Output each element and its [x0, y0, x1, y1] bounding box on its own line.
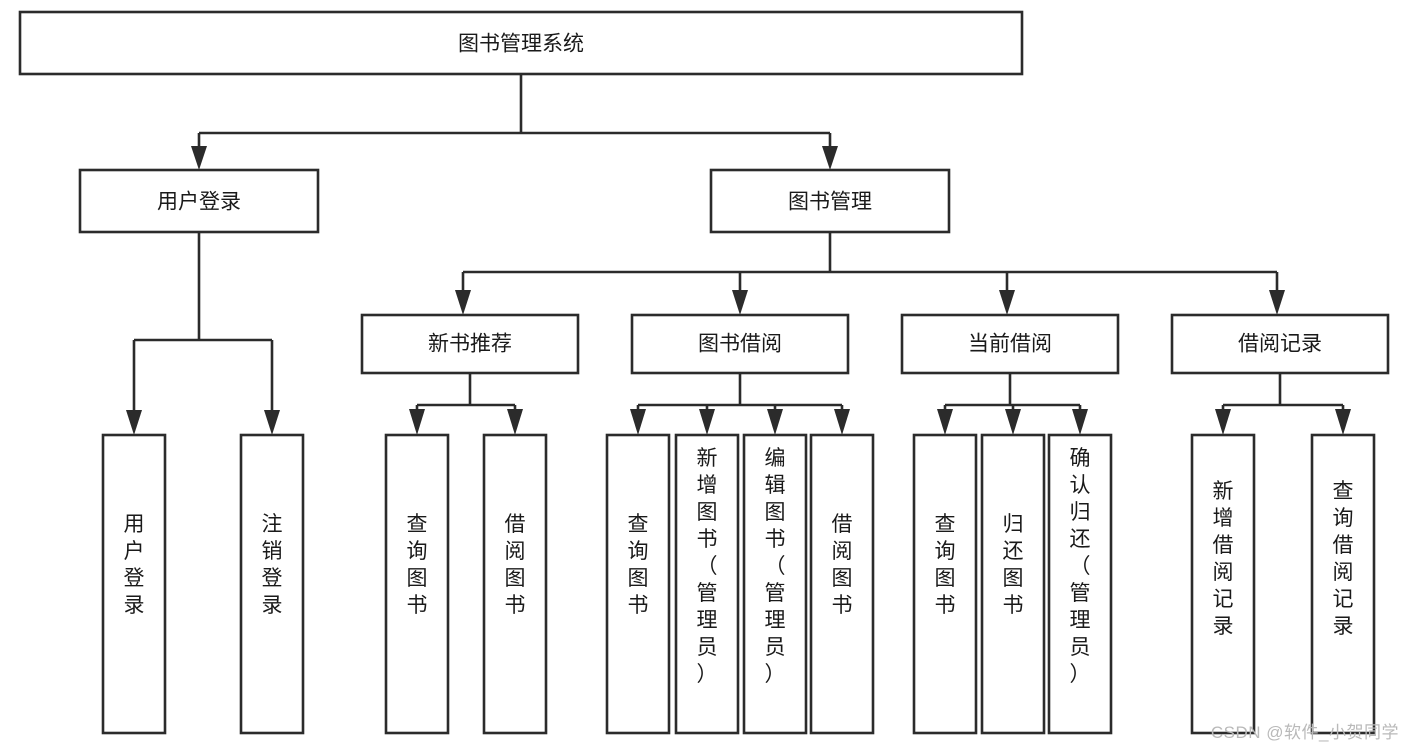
- connector-group-borrow: [630, 373, 850, 435]
- arrowhead-login: [191, 146, 207, 170]
- node-leaf5-box[interactable]: [605, 433, 671, 735]
- node-root[interactable]: 图书管理系统: [18, 10, 1024, 76]
- node-leaf8-label: 借阅图书: [832, 513, 853, 617]
- node-root-box[interactable]: [18, 10, 1024, 76]
- node-current[interactable]: 当前借阅: [900, 313, 1120, 375]
- node-leaf7-label: 编辑图书（管理员）: [765, 447, 786, 686]
- node-leaf8-box[interactable]: [809, 433, 875, 735]
- node-leaf10[interactable]: 归还图书: [980, 433, 1046, 735]
- node-leaf4-box[interactable]: [482, 433, 548, 735]
- arrowhead-leaf6: [699, 409, 715, 435]
- node-leaf2-box[interactable]: [239, 433, 305, 735]
- node-leaf3-label: 查询图书: [407, 513, 428, 617]
- node-root-label: 图书管理系统: [458, 33, 584, 56]
- node-leaf2[interactable]: 注销登录: [239, 433, 305, 735]
- arrowhead-leaf8: [834, 409, 850, 435]
- connector-group-newbook: [409, 373, 523, 435]
- node-login-label: 用户登录: [157, 191, 241, 214]
- node-leaf5[interactable]: 查询图书: [605, 433, 671, 735]
- arrowhead-leaf1: [126, 410, 142, 435]
- node-leaf1-label: 用户登录: [124, 513, 145, 617]
- node-leaf7-box[interactable]: [742, 433, 808, 735]
- node-leaf4[interactable]: 借阅图书: [482, 433, 548, 735]
- connector-group-bookmgmt: [455, 232, 1285, 315]
- node-leaf9[interactable]: 查询图书: [912, 433, 978, 735]
- node-current-label: 当前借阅: [968, 333, 1052, 356]
- node-leaf1-box[interactable]: [101, 433, 167, 735]
- arrowhead-current: [999, 290, 1015, 315]
- arrowhead-newbook: [455, 290, 471, 315]
- csdn-watermark: CSDN @软件_小贺同学: [1210, 723, 1399, 742]
- node-leaf4-label: 借阅图书: [505, 513, 526, 617]
- node-leaf5-label: 查询图书: [628, 513, 649, 617]
- arrowhead-leaf4: [507, 409, 523, 435]
- node-leaf12-box[interactable]: [1190, 433, 1256, 735]
- arrowhead-leaf7: [767, 409, 783, 435]
- node-record-box[interactable]: [1170, 313, 1390, 375]
- node-leaf12-label: 新增借阅记录: [1213, 480, 1234, 638]
- node-leaf12[interactable]: 新增借阅记录: [1190, 433, 1256, 735]
- arrowhead-borrow: [732, 290, 748, 315]
- arrowhead-leaf5: [630, 409, 646, 435]
- connector-group-root: [191, 74, 838, 170]
- node-leaf11-label: 确认归还（管理员）: [1070, 447, 1091, 686]
- node-borrow-label: 图书借阅: [698, 333, 782, 356]
- node-login-box[interactable]: [78, 168, 320, 234]
- node-leaf1[interactable]: 用户登录: [101, 433, 167, 735]
- arrowhead-leaf11: [1072, 409, 1088, 435]
- node-current-box[interactable]: [900, 313, 1120, 375]
- node-leaf7[interactable]: 编辑图书（管理员）: [742, 433, 808, 735]
- connector-group-record: [1215, 373, 1351, 435]
- node-leaf6[interactable]: 新增图书（管理员）: [674, 433, 740, 735]
- arrowhead-leaf12: [1215, 409, 1231, 435]
- node-leaf2-label: 注销登录: [262, 513, 283, 617]
- node-login[interactable]: 用户登录: [78, 168, 320, 234]
- node-leaf9-label: 查询图书: [935, 513, 956, 617]
- node-leaf6-label: 新增图书（管理员）: [697, 447, 718, 686]
- arrowhead-leaf9: [937, 409, 953, 435]
- node-leaf3[interactable]: 查询图书: [384, 433, 450, 735]
- connector-group-login: [126, 232, 280, 435]
- arrowhead-bookmgmt: [822, 146, 838, 170]
- arrowhead-leaf2: [264, 410, 280, 435]
- node-leaf11-box[interactable]: [1047, 433, 1113, 735]
- node-newbook-box[interactable]: [360, 313, 580, 375]
- node-bookmgmt-box[interactable]: [709, 168, 951, 234]
- node-newbook[interactable]: 新书推荐: [360, 313, 580, 375]
- node-bookmgmt-label: 图书管理: [788, 191, 872, 214]
- node-leaf3-box[interactable]: [384, 433, 450, 735]
- node-borrow-box[interactable]: [630, 313, 850, 375]
- arrowhead-record: [1269, 290, 1285, 315]
- arrowhead-leaf13: [1335, 409, 1351, 435]
- node-leaf6-box[interactable]: [674, 433, 740, 735]
- arrowhead-leaf10: [1005, 409, 1021, 435]
- node-bookmgmt[interactable]: 图书管理: [709, 168, 951, 234]
- node-newbook-label: 新书推荐: [428, 333, 512, 356]
- arrowhead-leaf3: [409, 409, 425, 435]
- node-leaf10-box[interactable]: [980, 433, 1046, 735]
- connector-group-current: [937, 373, 1088, 435]
- node-leaf13[interactable]: 查询借阅记录: [1310, 433, 1376, 735]
- node-record-label: 借阅记录: [1238, 333, 1322, 356]
- node-leaf10-label: 归还图书: [1003, 513, 1024, 617]
- node-record[interactable]: 借阅记录: [1170, 313, 1390, 375]
- node-borrow[interactable]: 图书借阅: [630, 313, 850, 375]
- node-leaf13-box[interactable]: [1310, 433, 1376, 735]
- node-leaf9-box[interactable]: [912, 433, 978, 735]
- node-leaf13-label: 查询借阅记录: [1333, 480, 1354, 638]
- node-leaf11[interactable]: 确认归还（管理员）: [1047, 433, 1113, 735]
- node-leaf8[interactable]: 借阅图书: [809, 433, 875, 735]
